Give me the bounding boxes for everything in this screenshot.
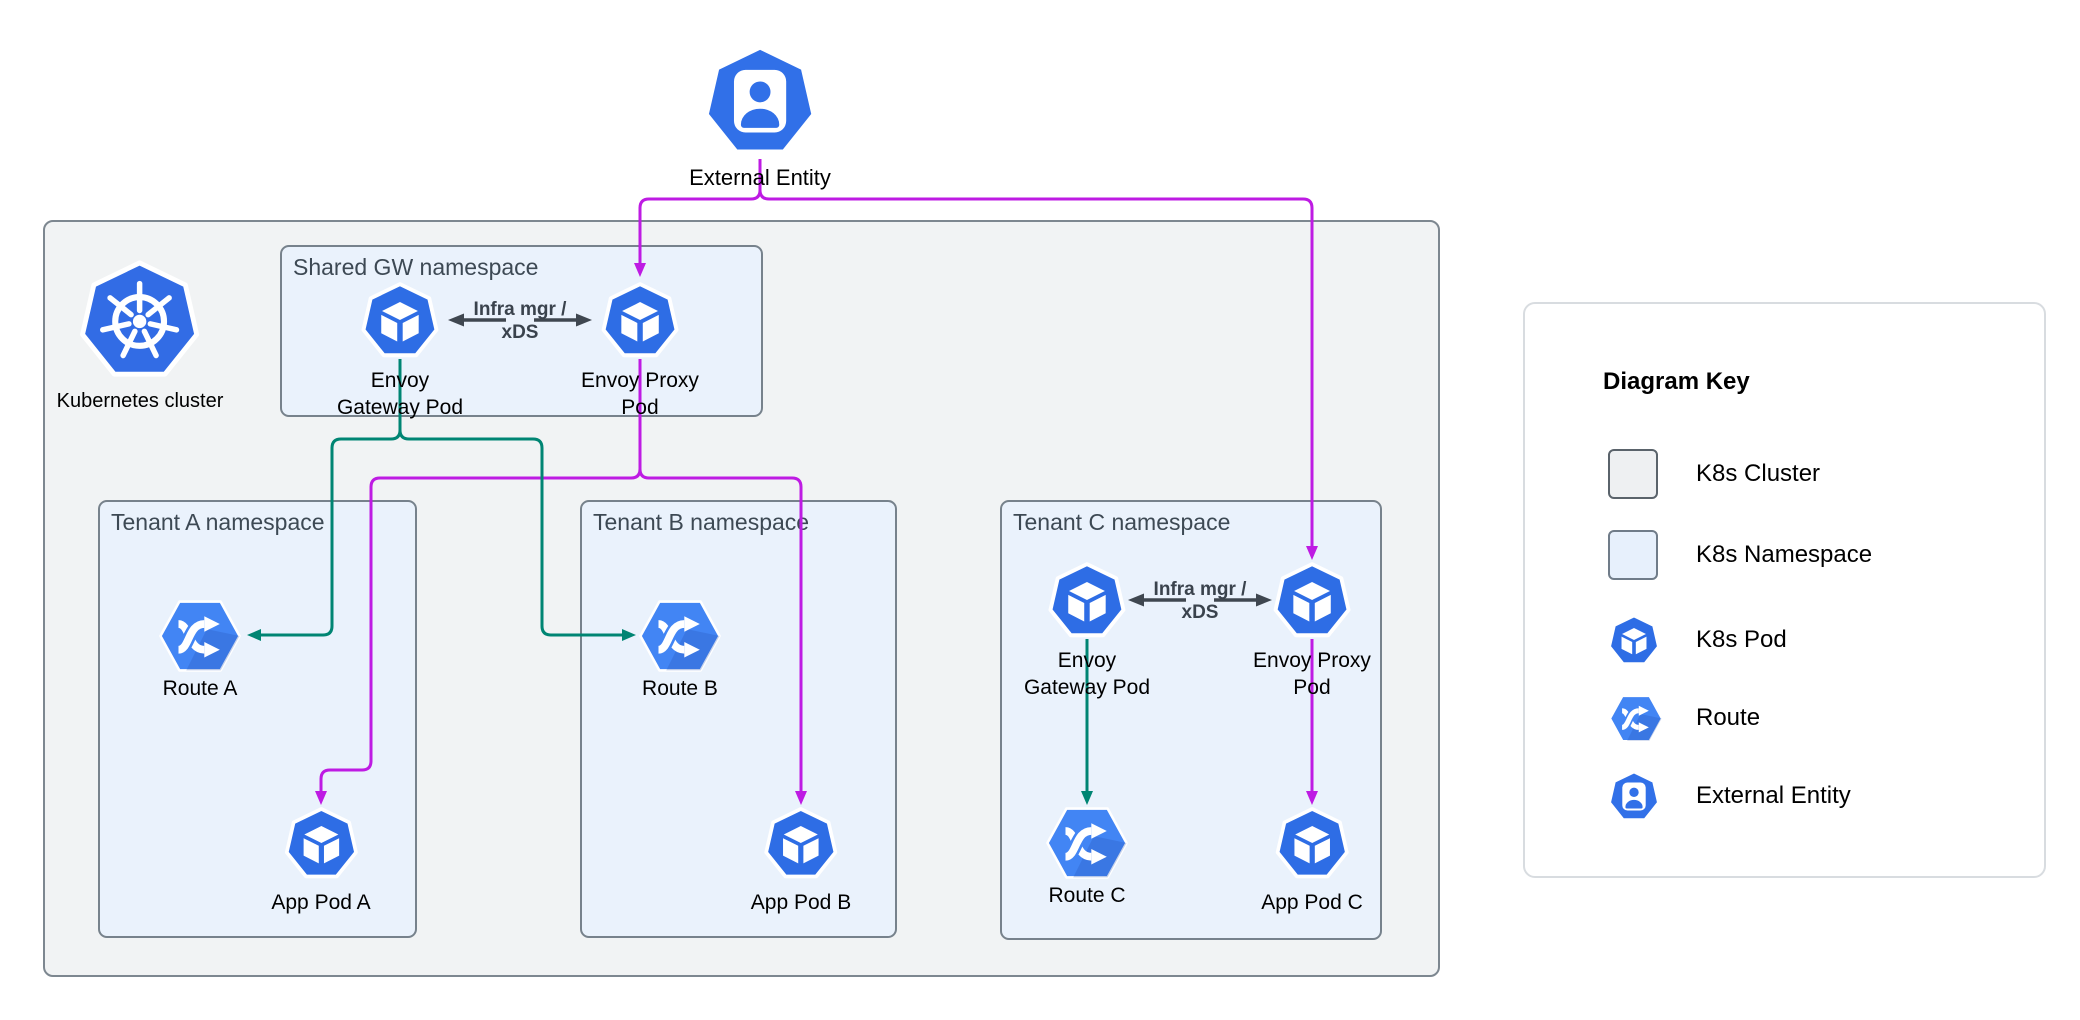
route-icon: [1044, 805, 1130, 881]
k8s-pod-icon: [1273, 561, 1351, 639]
route-a-node: Route A: [157, 598, 243, 702]
route-icon: [1608, 694, 1664, 743]
route-icon: [637, 598, 723, 674]
route-a-label: Route A: [162, 677, 238, 700]
app-pod-a-label: App Pod A: [271, 891, 371, 914]
namespace-swatch: [1608, 530, 1658, 580]
shared-envoy-proxy-pod-node: Envoy Proxy Pod: [581, 281, 699, 421]
k8s-pod-icon: [284, 806, 358, 880]
tenant-c-envoy-proxy-pod-node: Envoy Proxy Pod: [1253, 561, 1371, 701]
tenant-c-envoy-gateway-pod-label: Envoy Gateway Pod: [1023, 649, 1151, 699]
route-icon: [157, 598, 243, 674]
app-pod-c-label: App Pod C: [1261, 891, 1363, 914]
key-row-external-entity: External Entity: [1608, 770, 2028, 822]
shared-gw-namespace-title: Shared GW namespace: [293, 254, 539, 280]
shared-envoy-gateway-pod-node: Envoy Gateway Pod: [337, 281, 463, 421]
tenant-c-namespace-title: Tenant C namespace: [1013, 509, 1231, 535]
app-pod-b-label: App Pod B: [750, 891, 852, 914]
k8s-pod-icon: [1275, 806, 1349, 880]
k8s-pod-icon: [1048, 561, 1126, 639]
key-row-k8s-namespace: K8s Namespace: [1608, 529, 2028, 581]
app-pod-a-node: App Pod A: [271, 806, 371, 916]
key-row-k8s-pod: K8s Pod: [1608, 614, 2028, 666]
key-label-k8s-namespace: K8s Namespace: [1696, 541, 1873, 568]
kubernetes-logo-icon: [79, 258, 201, 380]
key-row-route: Route: [1608, 692, 2028, 744]
tenant-b-namespace-title: Tenant B namespace: [593, 509, 810, 535]
key-row-k8s-cluster: K8s Cluster: [1608, 448, 2028, 500]
diagram-key-title: Diagram Key: [1603, 368, 1750, 395]
kubernetes-cluster-node: Kubernetes cluster: [56, 258, 224, 415]
tenant-a-namespace-title: Tenant A namespace: [111, 509, 325, 535]
external-entity-label: External Entity: [689, 165, 831, 190]
diagram-key-panel: Diagram Key K8s Cluster K8s Namespace K8…: [1523, 302, 2046, 878]
tenant-c-envoy-proxy-pod-label: Envoy Proxy Pod: [1253, 649, 1371, 699]
key-label-route: Route: [1696, 704, 1761, 731]
route-c-node: Route C: [1044, 805, 1130, 909]
tenant-c-infra-mgr-xds-label: Infra mgr / xDS: [1153, 579, 1247, 623]
key-label-k8s-pod: K8s Pod: [1696, 626, 1787, 653]
external-entity-icon: [702, 42, 818, 158]
k8s-pod-icon: [764, 806, 838, 880]
key-label-k8s-cluster: K8s Cluster: [1696, 460, 1821, 487]
app-pod-c-node: App Pod C: [1261, 806, 1363, 916]
external-entity-icon: [1608, 770, 1660, 822]
kubernetes-cluster-label: Kubernetes cluster: [56, 390, 224, 412]
k8s-pod-icon: [1608, 614, 1660, 666]
key-label-external-entity: External Entity: [1696, 782, 1851, 809]
k8s-pod-icon: [361, 281, 439, 359]
shared-envoy-gateway-pod-label: Envoy Gateway Pod: [336, 369, 464, 419]
route-c-label: Route C: [1048, 884, 1126, 907]
shared-infra-mgr-xds-label: Infra mgr / xDS: [473, 299, 567, 343]
route-b-label: Route B: [642, 677, 718, 700]
k8s-pod-icon: [601, 281, 679, 359]
cluster-swatch: [1608, 449, 1658, 499]
shared-envoy-proxy-pod-label: Envoy Proxy Pod: [581, 369, 699, 419]
route-b-node: Route B: [637, 598, 723, 702]
app-pod-b-node: App Pod B: [751, 806, 851, 916]
external-entity-node: External Entity: [689, 42, 831, 191]
tenant-c-envoy-gateway-pod-node: Envoy Gateway Pod: [1024, 561, 1150, 701]
